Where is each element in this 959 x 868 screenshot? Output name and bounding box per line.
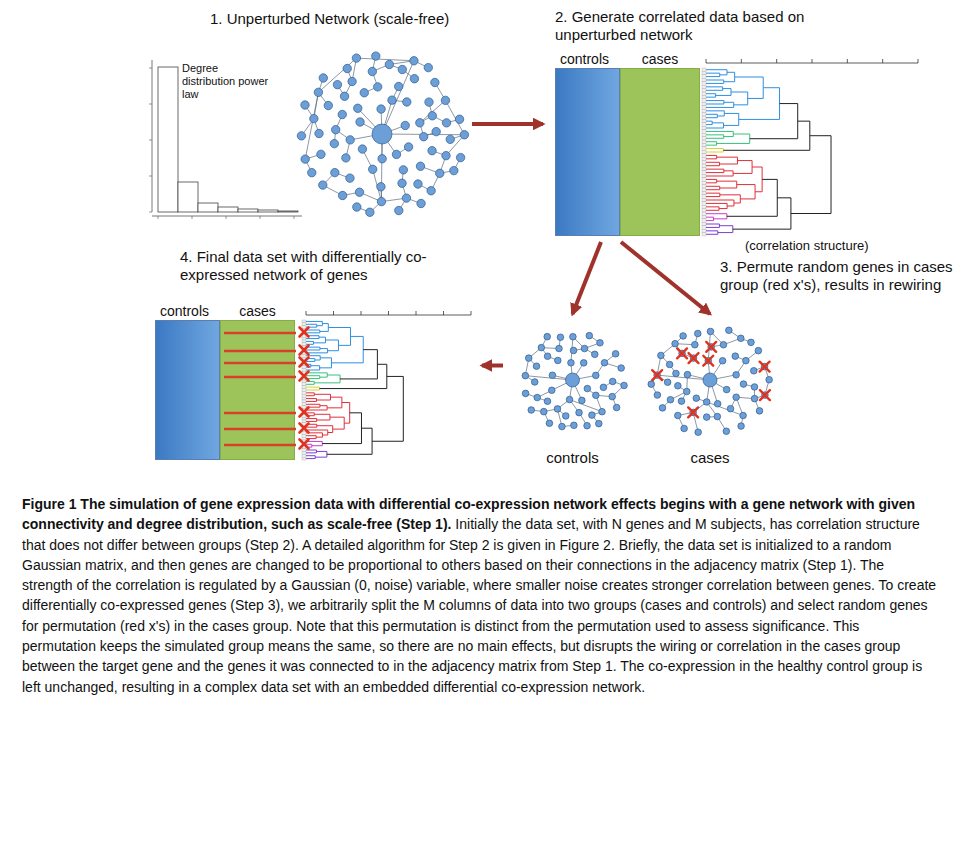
- permuted-gene: [706, 342, 716, 352]
- step-title: 2. Generate correlated data based on unp…: [555, 8, 885, 44]
- permuted-rows: [221, 321, 296, 461]
- step-panel: 3. Permute random genes in cases group (…: [505, 258, 955, 473]
- network-figure: controls: [515, 316, 630, 466]
- group-label: cases: [239, 303, 276, 319]
- dendrogram: [300, 311, 472, 460]
- network-graph: [515, 316, 630, 444]
- degree-histogram: [149, 60, 302, 219]
- permuted-gene: [760, 390, 770, 400]
- group-label: controls: [160, 303, 209, 319]
- dendrogram-caption: (correlation structure): [745, 238, 915, 254]
- group-label: controls: [560, 51, 609, 67]
- permuted-row: [224, 332, 296, 335]
- group-box: controls: [555, 68, 620, 236]
- figure-caption: Figure 1 The simulation of gene expressi…: [22, 494, 937, 697]
- step-title: 3. Permute random genes in cases group (…: [720, 258, 955, 294]
- permuted-row: [224, 428, 296, 431]
- flow-arrow: [621, 242, 710, 314]
- flow-arrow: [573, 242, 602, 314]
- step-panel: 4. Final data set with differentially co…: [140, 248, 480, 478]
- group-label: cases: [645, 449, 775, 466]
- group-box: cases: [620, 68, 700, 236]
- group-box: controls: [155, 320, 220, 460]
- scale-free-network: [297, 52, 468, 217]
- step-title: 1. Unperturbed Network (scale-free): [210, 10, 470, 28]
- permuted-row: [224, 412, 296, 415]
- plot-title: Degree distribution power law: [182, 62, 272, 102]
- group-label: controls: [515, 449, 630, 466]
- group-box: cases: [220, 320, 295, 460]
- step-panel: 1. Unperturbed Network (scale-free): [140, 8, 470, 240]
- permuted-row: [224, 362, 296, 365]
- permuted-gene: [688, 407, 698, 417]
- permuted-gene: [689, 353, 699, 363]
- step-title: 4. Final data set with differentially co…: [180, 248, 480, 284]
- network-figure: cases: [645, 316, 775, 466]
- dendrogram: [702, 59, 918, 236]
- permuted-row: [224, 376, 296, 379]
- step-panel: 2. Generate correlated data based on unp…: [545, 6, 945, 240]
- flow-arrow: [472, 122, 543, 126]
- group-label: cases: [642, 51, 679, 67]
- permuted-row: [224, 444, 296, 447]
- network-graph: [645, 316, 775, 444]
- permuted-gene: [703, 356, 713, 366]
- permuted-gene: [760, 362, 770, 372]
- flow-arrow: [482, 364, 503, 368]
- permuted-gene: [652, 370, 662, 380]
- permuted-gene: [677, 348, 687, 358]
- permuted-row: [224, 350, 296, 353]
